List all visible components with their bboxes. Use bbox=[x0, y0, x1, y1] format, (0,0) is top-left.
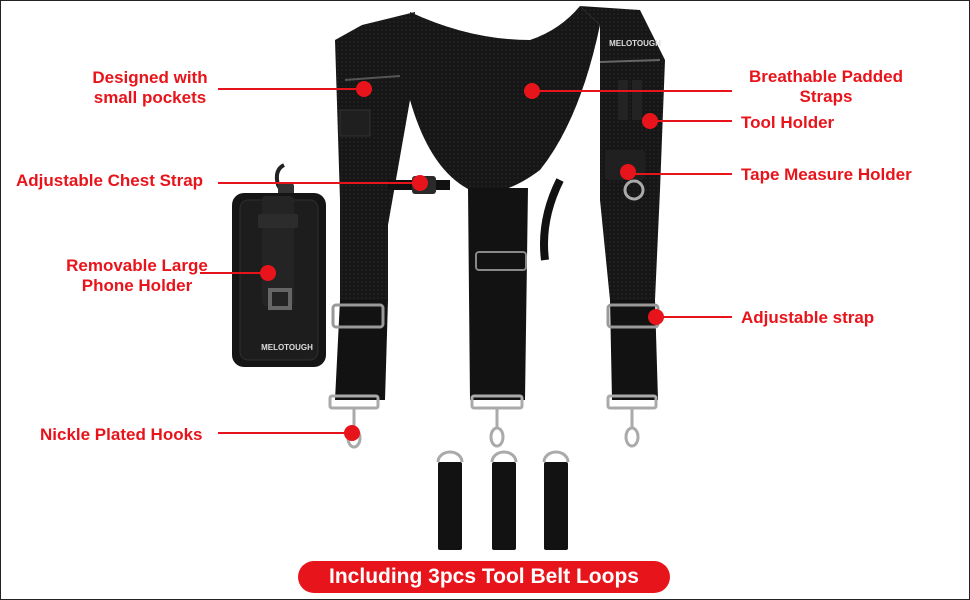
harness-logo: MELOTOUGH bbox=[609, 39, 661, 48]
label-hooks: Nickle Plated Hooks bbox=[40, 425, 203, 444]
pouch-logo: MELOTOUGH bbox=[261, 343, 313, 352]
label-tape-holder: Tape Measure Holder bbox=[741, 165, 912, 184]
belt-loop-1 bbox=[436, 450, 464, 550]
label-pockets: Designed with small pockets bbox=[92, 68, 208, 107]
back-yoke bbox=[410, 6, 600, 448]
label-adjustable-strap: Adjustable strap bbox=[741, 308, 875, 327]
tool-belt-loops bbox=[436, 450, 570, 550]
label-chest-strap: Adjustable Chest Strap bbox=[16, 171, 204, 190]
label-phone-holder: Removable Large Phone Holder bbox=[66, 256, 208, 295]
left-strap bbox=[328, 12, 415, 449]
right-strap: MELOTOUGH bbox=[580, 6, 665, 448]
phone-holder-pouch: MELOTOUGH bbox=[232, 163, 326, 367]
belt-loop-3 bbox=[542, 450, 570, 550]
callouts bbox=[200, 81, 732, 441]
label-tool-holder: Tool Holder bbox=[741, 113, 835, 132]
belt-loop-2 bbox=[490, 450, 518, 550]
label-padded-straps: Breathable Padded Straps bbox=[749, 67, 903, 106]
belt-loops-banner: Including 3pcs Tool Belt Loops bbox=[298, 561, 670, 593]
